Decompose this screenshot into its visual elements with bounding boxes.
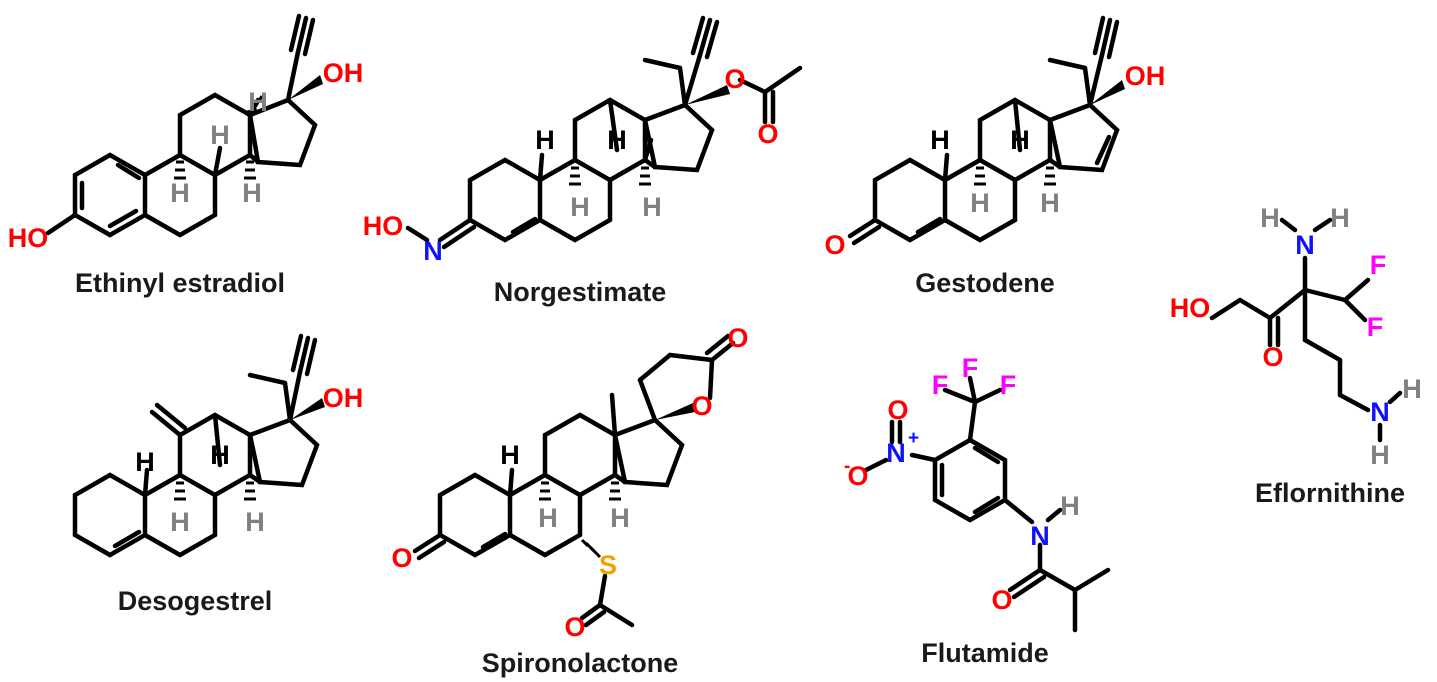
hydroxyl-label: OH — [323, 383, 364, 413]
hydroxyl-label: OH — [1125, 61, 1166, 91]
h-atom: H — [610, 503, 630, 533]
h-atom: H — [248, 87, 268, 117]
compound-name: Eflornithine — [1255, 478, 1405, 508]
h-atom: H — [1260, 203, 1280, 233]
fluorine-atom: F — [1370, 250, 1387, 280]
oxygen-atom: O — [991, 585, 1012, 615]
h-atom: H — [930, 125, 950, 155]
molecule-desogestrel: H H H H OH Desogestrel — [72, 333, 364, 616]
h-atom: H — [642, 192, 662, 222]
molecule-eflornithine: H H N F F HO O N H H Eflornithine — [1170, 203, 1422, 508]
oxygen-atom: O — [887, 395, 908, 425]
compound-name: Spironolactone — [482, 648, 679, 678]
oxygen-atom: O — [691, 391, 712, 421]
nitrogen-atom: N — [886, 438, 906, 468]
h-atom: H — [500, 440, 520, 470]
oxygen-atom: O — [757, 119, 778, 149]
molecule-ethinyl-estradiol: H H H H OH HO Ethinyl estradiol — [8, 13, 364, 298]
sulfur-atom: S — [599, 550, 617, 580]
hydroxyl-label: OH — [323, 58, 364, 88]
fluorine-atom: F — [1000, 370, 1017, 400]
oxygen-atom: O — [391, 543, 412, 573]
h-atom: H — [242, 178, 262, 208]
hydroxyl-label: HO — [1170, 293, 1211, 323]
negative-charge: - — [844, 456, 850, 477]
h-atom: H — [210, 120, 230, 150]
h-atom: H — [1060, 491, 1080, 521]
nitrogen-atom: N — [423, 236, 443, 266]
oxygen-atom: O — [564, 612, 585, 642]
molecule-gestodene: H H H H OH O Gestodene — [824, 15, 1166, 298]
oxygen-atom: O — [724, 64, 745, 94]
h-atom: H — [570, 192, 590, 222]
h-atom: H — [1370, 440, 1390, 470]
nitrogen-atom: N — [1370, 397, 1390, 427]
h-atom: H — [1010, 125, 1030, 155]
oxygen-atom: O — [1262, 342, 1283, 372]
compound-name: Ethinyl estradiol — [75, 268, 285, 298]
compound-name: Flutamide — [921, 638, 1049, 668]
h-atom: H — [170, 507, 190, 537]
hydroxyl-label: HO — [8, 223, 49, 253]
compound-name: Norgestimate — [494, 277, 667, 307]
h-atom: H — [970, 188, 990, 218]
molecule-spironolactone: H H H O O O S O Spironolactone — [391, 323, 748, 678]
h-atom: H — [1330, 203, 1350, 233]
oxygen-atom: O — [847, 461, 868, 491]
h-atom: H — [538, 503, 558, 533]
oxygen-atom: O — [824, 230, 845, 260]
h-atom: H — [245, 507, 265, 537]
fluorine-atom: F — [932, 370, 949, 400]
h-atom: H — [535, 125, 555, 155]
h-atom: H — [1402, 374, 1422, 404]
fluorine-atom: F — [1367, 312, 1384, 342]
nitrogen-atom: N — [1030, 521, 1050, 551]
compound-name: Gestodene — [915, 268, 1055, 298]
fluorine-atom: F — [962, 353, 979, 383]
oxygen-atom: O — [727, 323, 748, 353]
h-atom: H — [210, 440, 230, 470]
hydroxyl-label: HO — [363, 211, 404, 241]
positive-charge: + — [908, 428, 919, 449]
compound-name: Desogestrel — [118, 586, 273, 616]
nitrogen-atom: N — [1295, 230, 1315, 260]
h-atom: H — [135, 447, 155, 477]
h-atom: H — [607, 125, 627, 155]
h-atom: H — [1040, 188, 1060, 218]
molecule-norgestimate: H H H H O O N HO Norgestimate — [363, 15, 803, 307]
h-atom: H — [170, 178, 190, 208]
molecule-flutamide: F F F O N + O - N H O Flutamide — [844, 353, 1111, 668]
